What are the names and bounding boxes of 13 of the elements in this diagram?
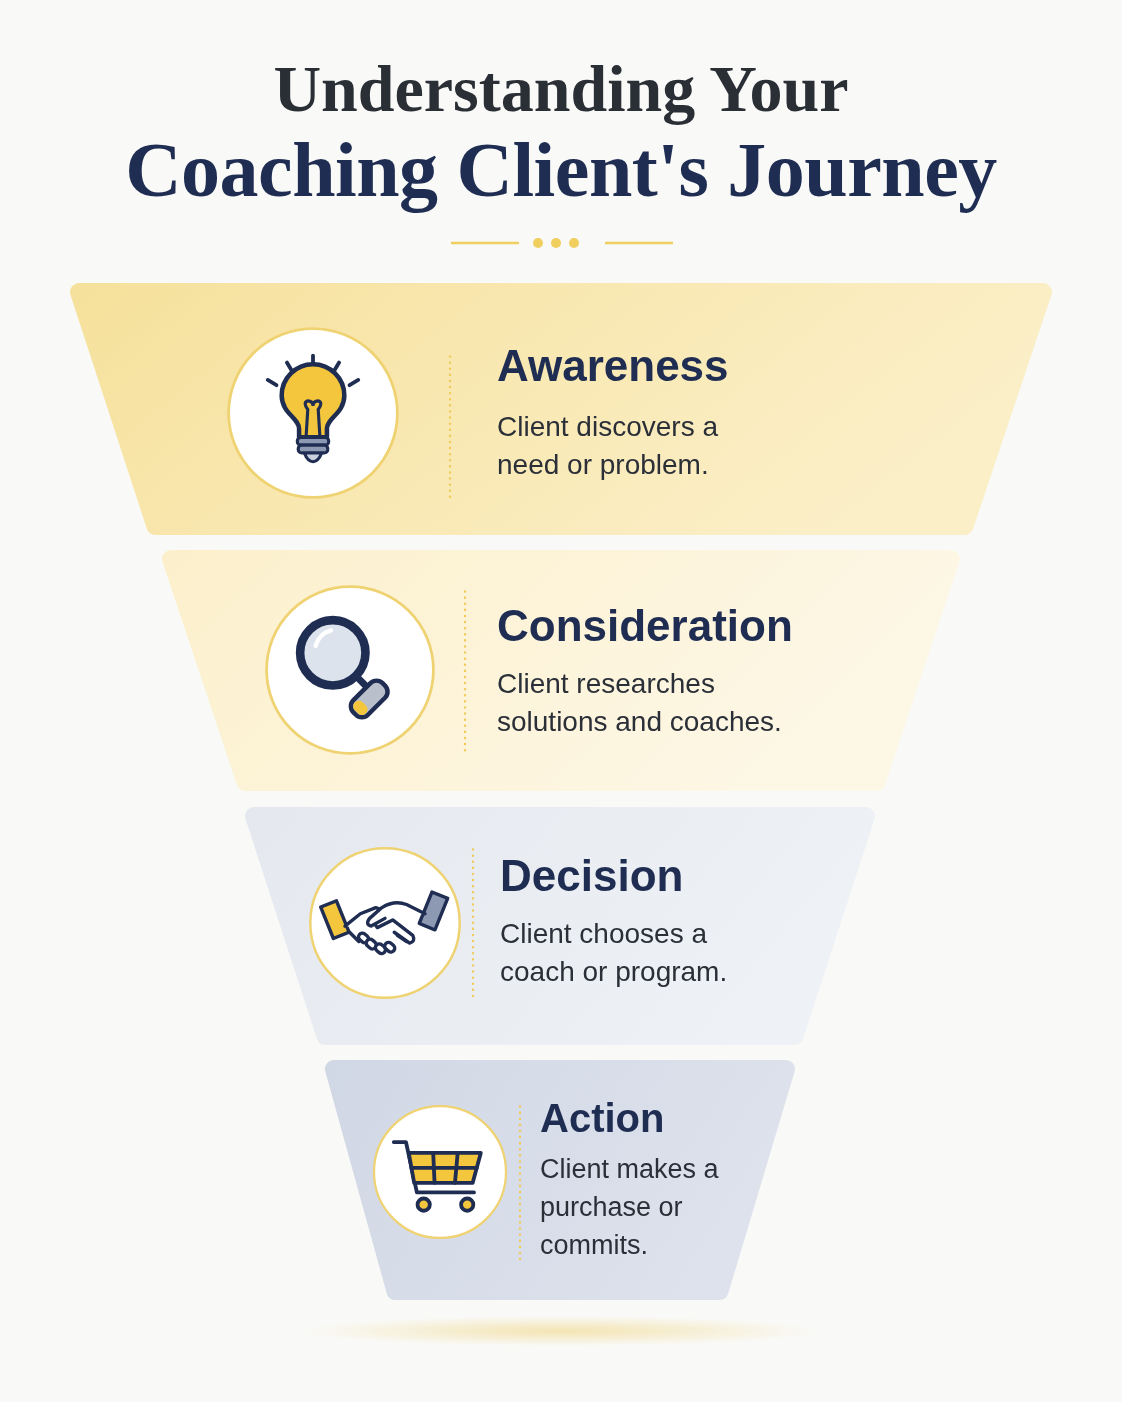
- title: Understanding Your Coaching Client's Journey: [124, 52, 998, 214]
- stage-heading: Action: [540, 1096, 665, 1140]
- funnel-band: [245, 807, 875, 1045]
- stage-description: Client discovers a need or problem.: [497, 410, 719, 482]
- stage-description: Client makes a purchase or commits.: [540, 1153, 720, 1262]
- stage-heading: Decision: [500, 852, 684, 901]
- stage-heading: Awareness: [497, 342, 729, 391]
- funnel-band: [325, 1060, 795, 1300]
- stage-description: Client chooses a coach or program.: [500, 917, 729, 989]
- stage-heading: Consideration: [497, 602, 793, 651]
- funnel-band: [162, 550, 960, 791]
- stage-description: Client researches solutions and coaches.: [497, 667, 783, 739]
- funnel-band: [70, 283, 1052, 535]
